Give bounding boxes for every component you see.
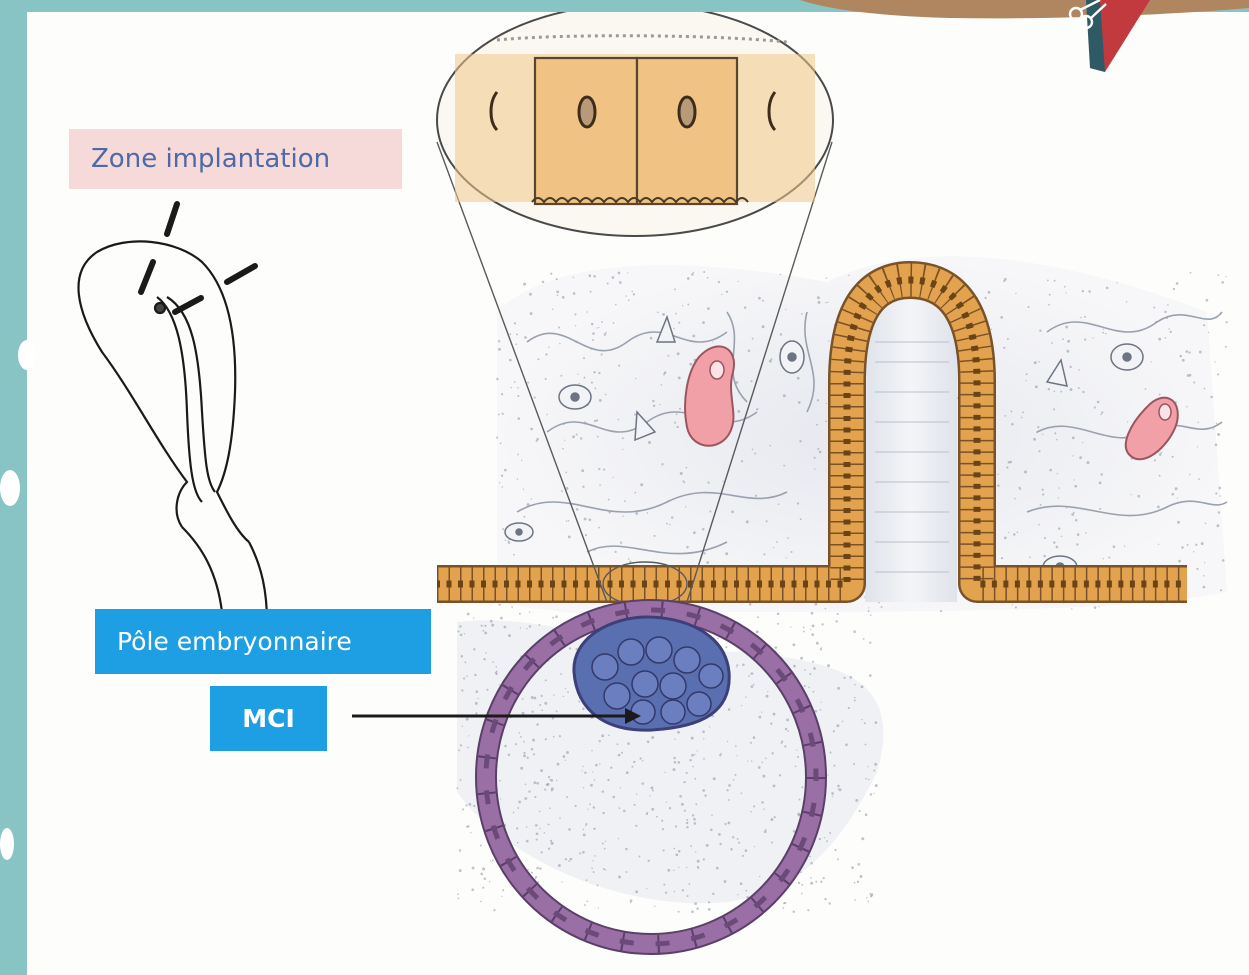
uterus-sketch bbox=[78, 241, 267, 622]
diagram-canvas: Zone implantation Pôle embryonnaire MCI bbox=[27, 12, 1249, 975]
frame-bullet bbox=[0, 828, 14, 860]
frame-bullet bbox=[18, 340, 36, 370]
magnified-epithelium bbox=[437, 12, 833, 236]
mci-label: MCI bbox=[210, 686, 327, 751]
frame-bullet bbox=[0, 470, 20, 506]
pole-embryonnaire-label: Pôle embryonnaire bbox=[95, 609, 431, 674]
corner-decoration bbox=[800, 0, 1249, 80]
gland-lumen bbox=[865, 290, 957, 602]
zone-implantation-label: Zone implantation bbox=[69, 129, 402, 189]
